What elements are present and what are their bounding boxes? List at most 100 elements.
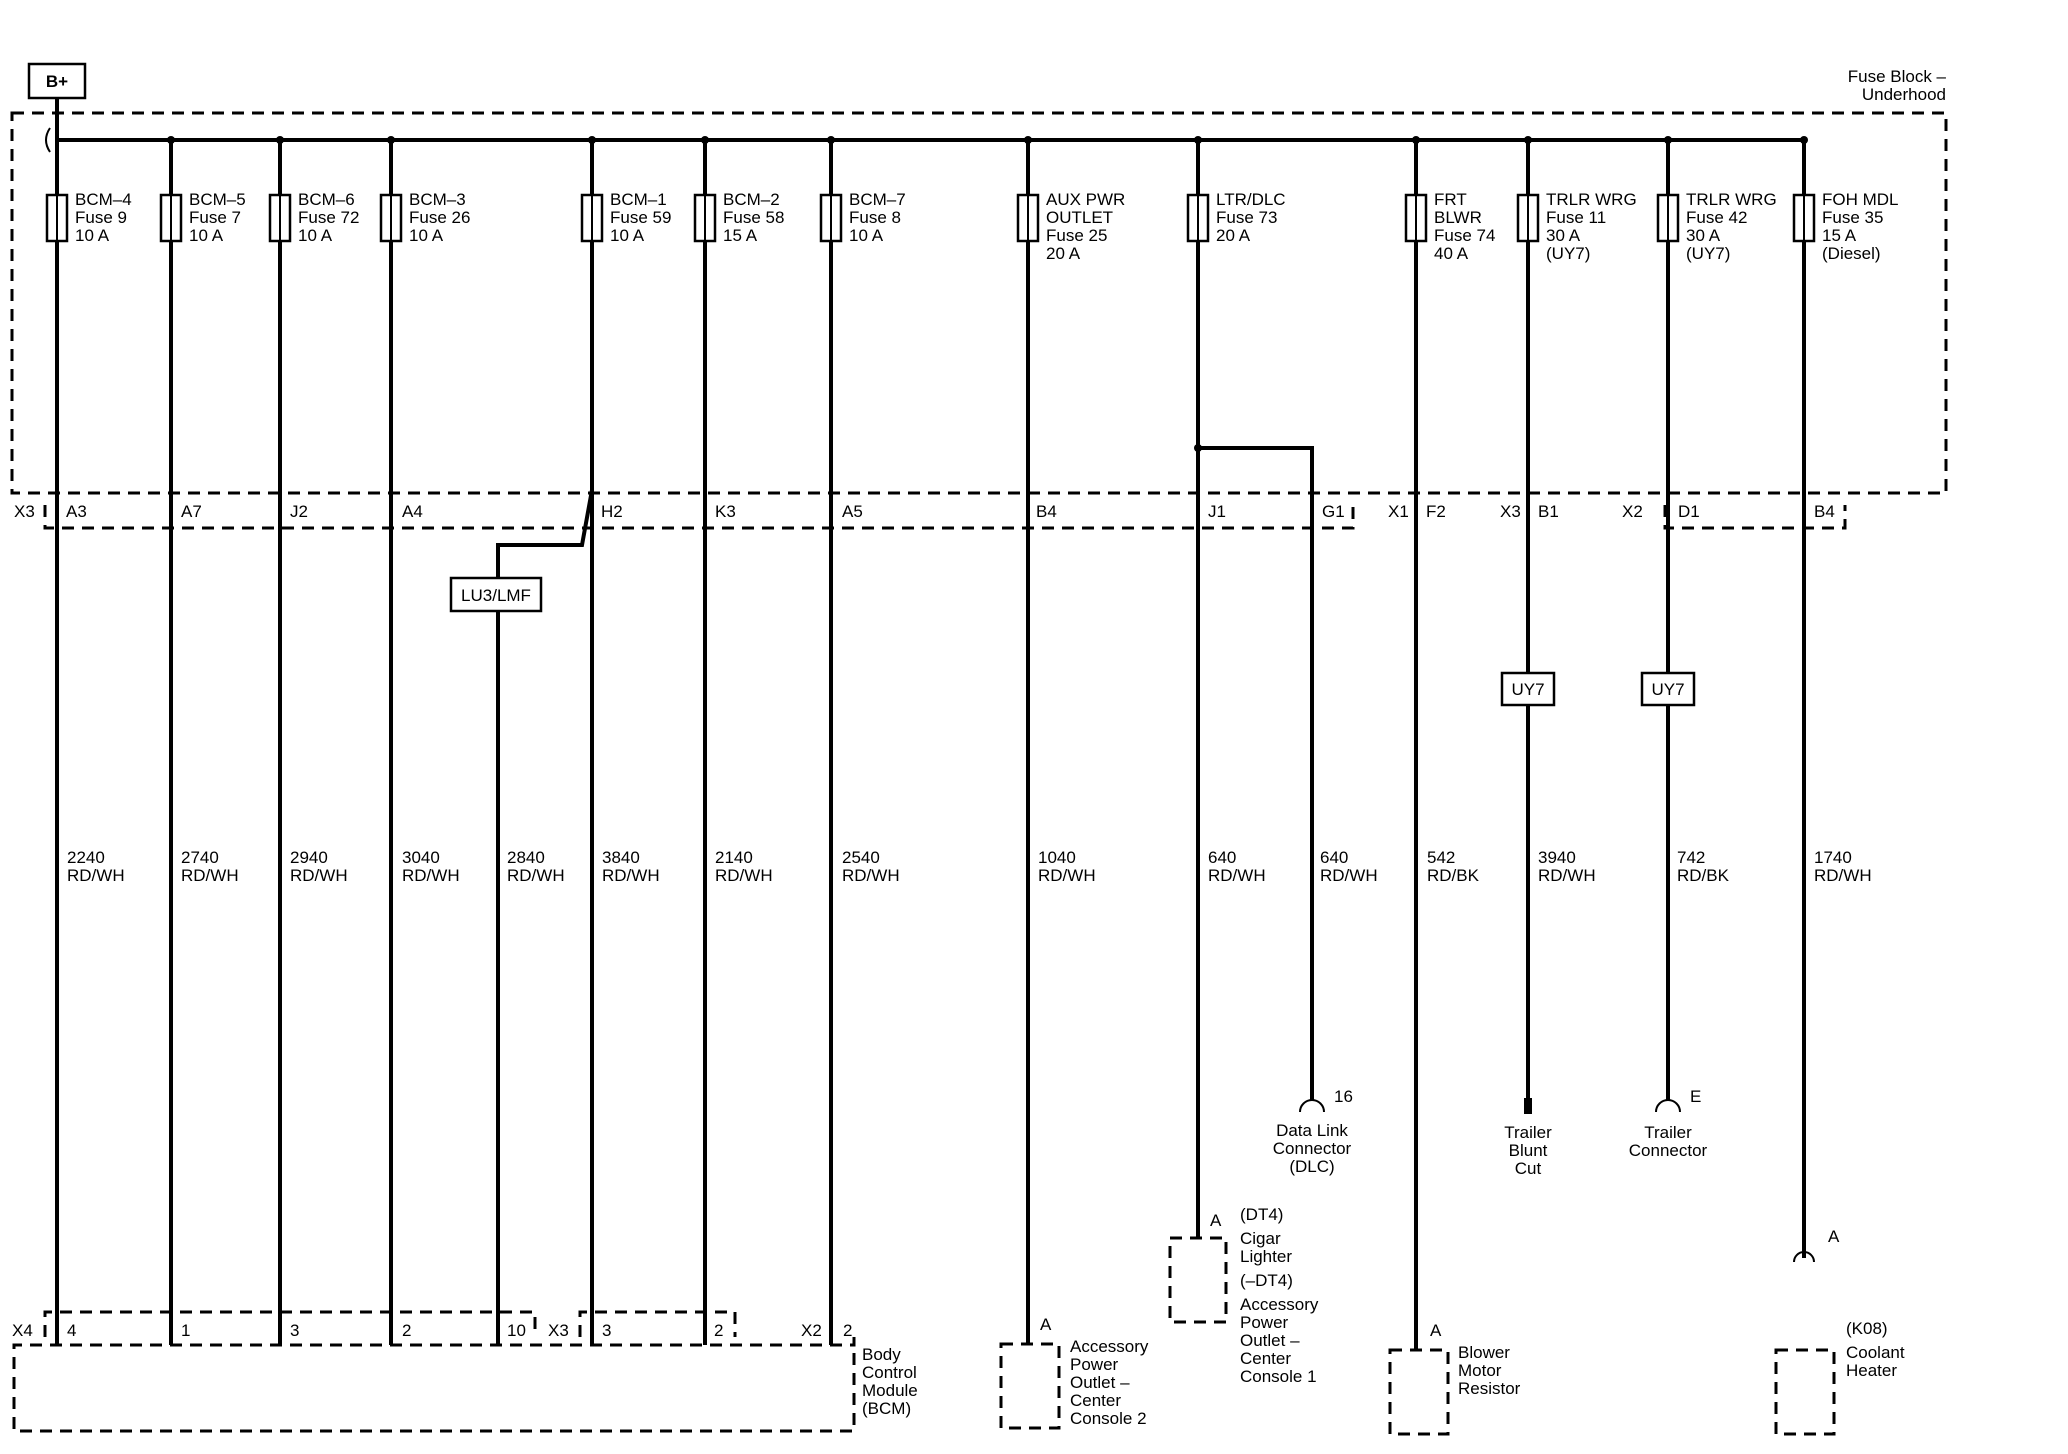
connector-labels: X3 X1 X3 X2 <box>14 502 1643 521</box>
pin-label: F2 <box>1426 502 1446 521</box>
svg-text:Power: Power <box>1070 1355 1119 1374</box>
fuse-label: 30 A <box>1546 226 1581 245</box>
dlc-female-terminal <box>1299 1099 1325 1113</box>
svg-text:X3: X3 <box>548 1321 569 1340</box>
fuse-label: 15 A <box>1822 226 1857 245</box>
wire-color: RD/WH <box>181 866 239 885</box>
coolant-heater-name: (K08) Coolant Heater <box>1846 1319 1905 1380</box>
wire-color: RD/WH <box>402 866 460 885</box>
pin-label: G1 <box>1322 502 1345 521</box>
svg-text:Lighter: Lighter <box>1240 1247 1292 1266</box>
svg-text:(DT4): (DT4) <box>1240 1205 1283 1224</box>
bus-jumper <box>45 127 51 153</box>
pin-label: A7 <box>181 502 202 521</box>
wire-color: RD/WH <box>1208 866 1266 885</box>
circuit-number: 2740 <box>181 848 219 867</box>
circuit-number: 2140 <box>715 848 753 867</box>
svg-text:Coolant: Coolant <box>1846 1343 1905 1362</box>
fuse-label: Fuse 26 <box>409 208 470 227</box>
bcm-pin: 2 <box>843 1321 852 1340</box>
svg-text:Console 2: Console 2 <box>1070 1409 1147 1428</box>
svg-text:Accessory: Accessory <box>1240 1295 1319 1314</box>
fuse-label: Fuse 59 <box>610 208 671 227</box>
bcm-pin: 2 <box>714 1321 723 1340</box>
svg-text:Trailer: Trailer <box>1644 1123 1692 1142</box>
wire-color: RD/WH <box>842 866 900 885</box>
fuse-label: TRLR WRG <box>1546 190 1637 209</box>
dlc-branch-wire <box>1198 446 1314 1100</box>
fuse-block-outline <box>10 111 1948 495</box>
fuse-label: 20 A <box>1216 226 1251 245</box>
bcm-pin: 2 <box>402 1321 411 1340</box>
svg-text:Outlet –: Outlet – <box>1070 1373 1130 1392</box>
cigar-pin: A <box>1210 1211 1222 1230</box>
bcm-x3-connector <box>578 1310 737 1337</box>
circuit-number: 542 <box>1427 848 1455 867</box>
bcm-pin: 1 <box>181 1321 190 1340</box>
fuse-label: 10 A <box>849 226 884 245</box>
circuit-number: 1740 <box>1814 848 1852 867</box>
pin-label: B4 <box>1814 502 1835 521</box>
fuse-label: Fuse 74 <box>1434 226 1495 245</box>
fuse-label: Fuse 9 <box>75 208 127 227</box>
svg-text:Underhood: Underhood <box>1862 85 1946 104</box>
svg-text:X1: X1 <box>1388 502 1409 521</box>
svg-text:Accessory: Accessory <box>1070 1337 1149 1356</box>
dlc-name: Data Link Connector (DLC) <box>1273 1121 1352 1176</box>
uy7-option-box-1 <box>1500 671 1556 707</box>
fuse-label: 10 A <box>409 226 444 245</box>
wire-labels: 2240RD/WH2740RD/WH2940RD/WH3040RD/WH2840… <box>67 848 1872 885</box>
wire-color: RD/WH <box>602 866 660 885</box>
fuse-label: 10 A <box>298 226 333 245</box>
wire-color: RD/WH <box>1814 866 1872 885</box>
fuse-label: Fuse 42 <box>1686 208 1747 227</box>
fuse-label: FOH MDL <box>1822 190 1899 209</box>
fuse-label: Fuse 7 <box>189 208 241 227</box>
connector-x3-strip <box>43 505 1355 530</box>
circuit-number: 2840 <box>507 848 545 867</box>
svg-text:Body: Body <box>862 1345 901 1364</box>
svg-text:UY7: UY7 <box>1651 680 1684 699</box>
coolant-heater-terminal <box>1793 1251 1815 1263</box>
svg-text:Resistor: Resistor <box>1458 1379 1521 1398</box>
fuse-label: TRLR WRG <box>1686 190 1777 209</box>
fuse-block-title: Fuse Block – Underhood <box>1848 67 1947 104</box>
svg-text:Blunt: Blunt <box>1509 1141 1548 1160</box>
bcm-connector-labels: X4 X3 X2 <box>12 1321 822 1340</box>
wire-color: RD/WH <box>1038 866 1096 885</box>
fuse-label: Fuse 72 <box>298 208 359 227</box>
fuse-label: AUX PWR <box>1046 190 1125 209</box>
wire-color: RD/BK <box>1427 866 1480 885</box>
circuit-number: 2540 <box>842 848 880 867</box>
bcm-x4-connector <box>43 1310 537 1337</box>
circuit-number: 640 <box>1320 848 1348 867</box>
svg-text:Trailer: Trailer <box>1504 1123 1552 1142</box>
fuse-label: Fuse 35 <box>1822 208 1883 227</box>
svg-text:X2: X2 <box>1622 502 1643 521</box>
fuse-label: (Diesel) <box>1822 244 1881 263</box>
svg-text:Data Link: Data Link <box>1276 1121 1348 1140</box>
bcm-pin: 3 <box>602 1321 611 1340</box>
svg-text:(K08): (K08) <box>1846 1319 1888 1338</box>
lu3-option-label: LU3/LMF <box>461 586 531 605</box>
svg-text:Heater: Heater <box>1846 1361 1897 1380</box>
bcm-module-box <box>12 1337 856 1433</box>
pin-label: B4 <box>1036 502 1057 521</box>
fuse-label: BCM–3 <box>409 190 466 209</box>
svg-text:(DLC): (DLC) <box>1289 1157 1334 1176</box>
fuse-label: BCM–4 <box>75 190 132 209</box>
accessory-outlet-2-box <box>999 1342 1061 1430</box>
circuit-number: 3940 <box>1538 848 1576 867</box>
svg-text:Center: Center <box>1240 1349 1291 1368</box>
